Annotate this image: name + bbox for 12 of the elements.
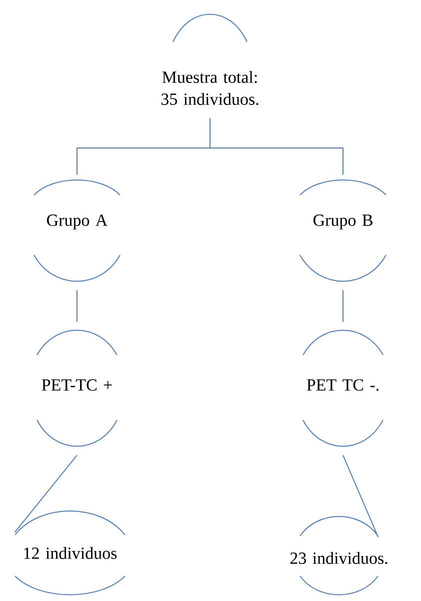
node-label: PET-TC + bbox=[42, 379, 112, 391]
node-label: Grupo B bbox=[313, 214, 372, 230]
node-label: 23 individuos. bbox=[290, 552, 388, 564]
connector-line bbox=[14, 454, 78, 533]
node-label: Grupo A bbox=[47, 214, 108, 230]
connector-line bbox=[76, 290, 78, 322]
connector-line bbox=[342, 290, 344, 322]
node-label: PET TC -. bbox=[306, 379, 378, 391]
node-label: Muestra total: 35 individuos. bbox=[161, 70, 258, 105]
node-label: 12 individuos bbox=[24, 547, 117, 559]
connector-line bbox=[210, 118, 344, 176]
connector-line bbox=[342, 454, 379, 538]
